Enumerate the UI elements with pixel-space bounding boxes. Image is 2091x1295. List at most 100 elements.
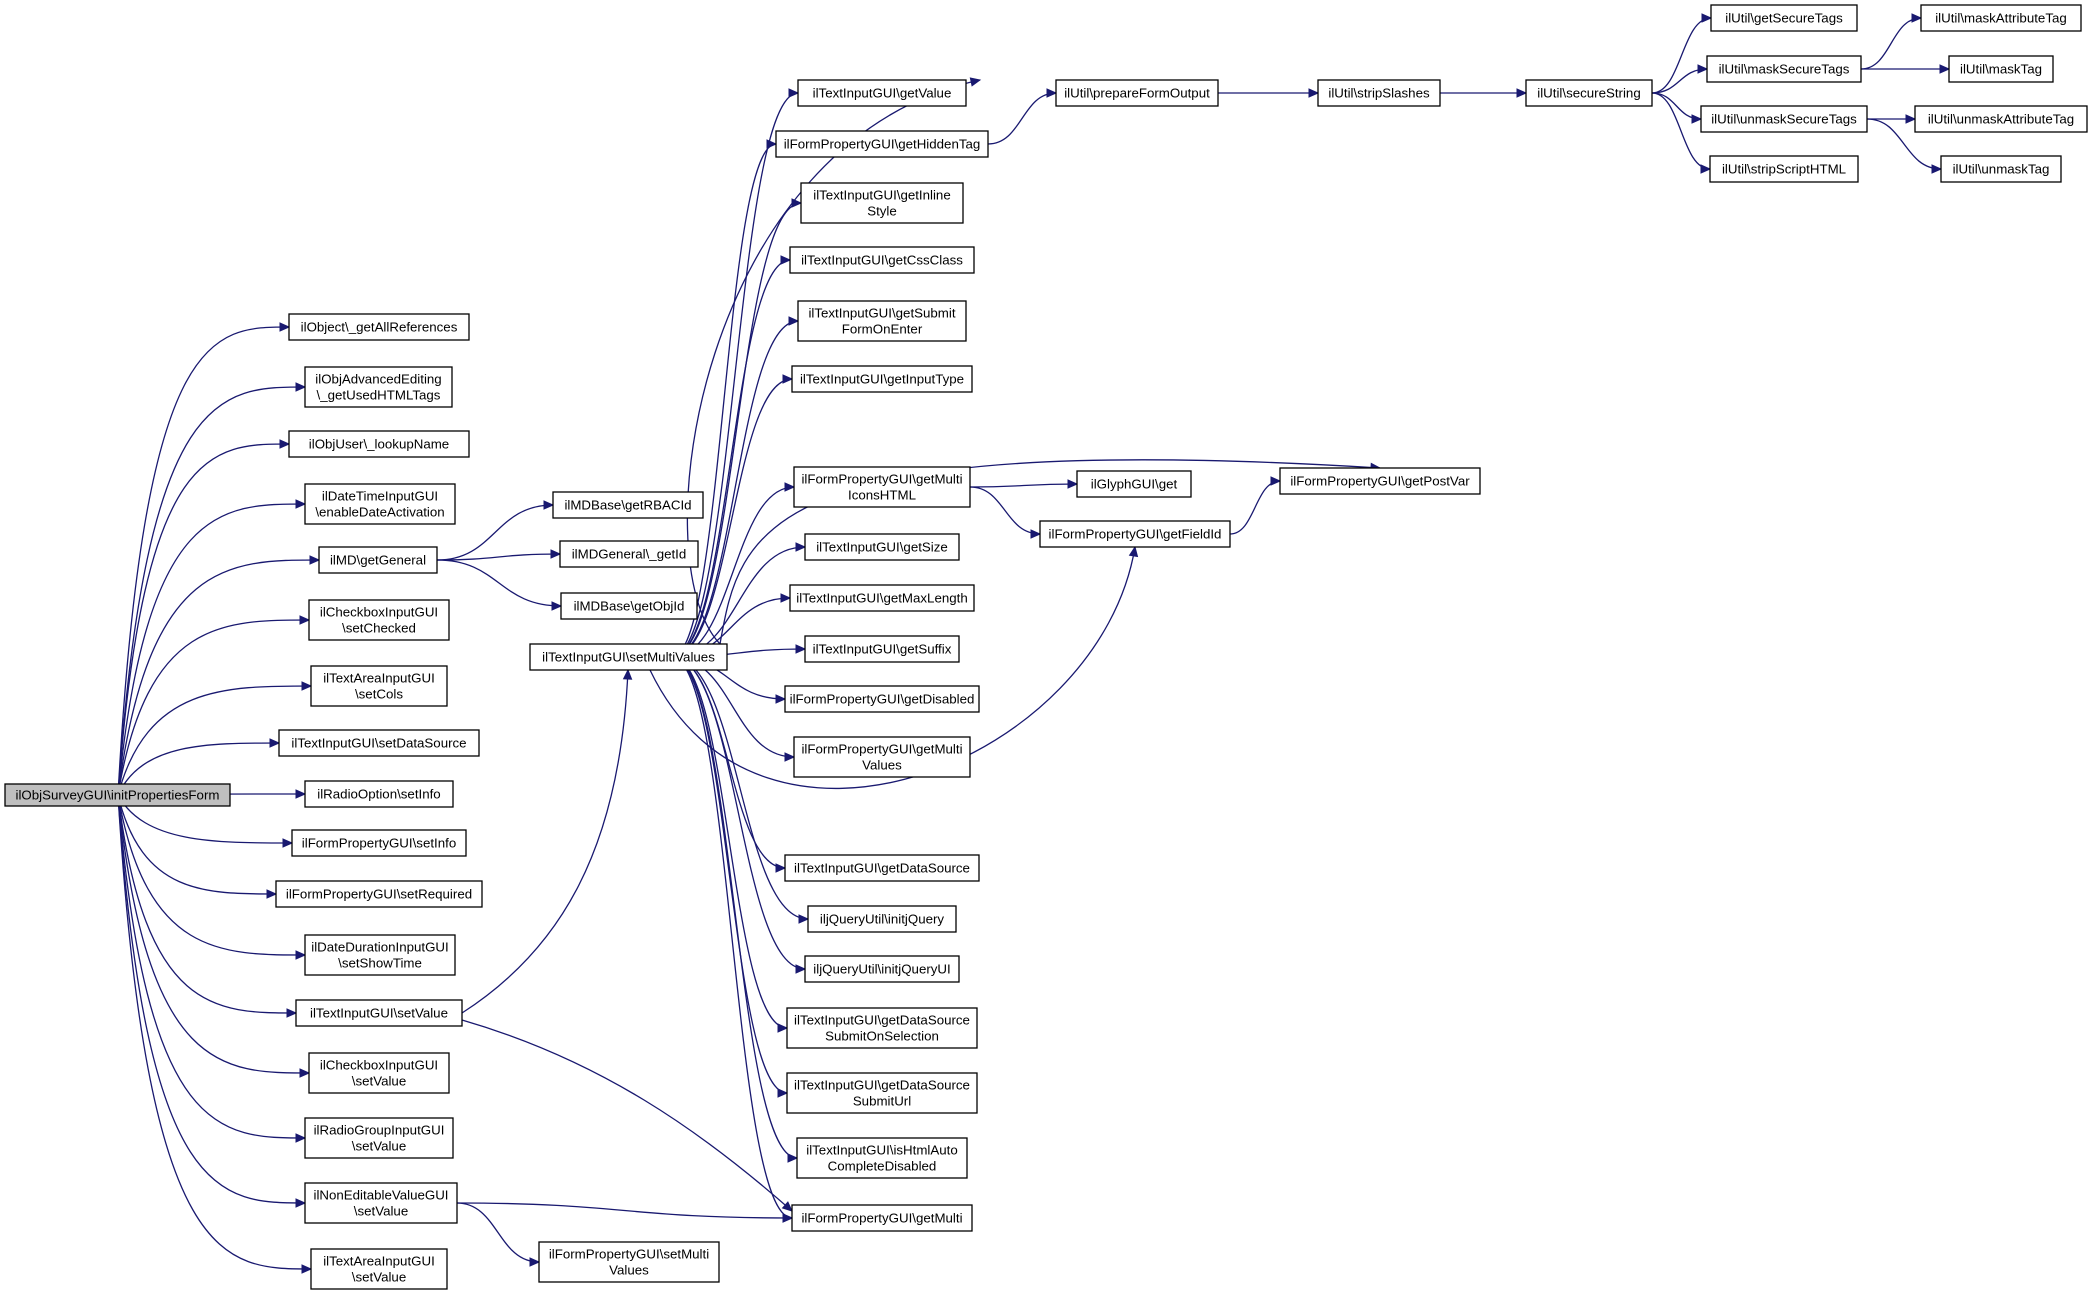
edge-arrowhead — [788, 88, 800, 98]
node-cb-setValue[interactable]: ilCheckboxInputGUI\setValue — [308, 1052, 450, 1094]
edge-arrowhead — [1128, 545, 1139, 558]
node-lookupName[interactable]: ilObjUser\_lookupName — [288, 430, 470, 458]
edge-line — [117, 794, 306, 1139]
edge — [671, 255, 792, 658]
node-cb-setChecked[interactable]: ilCheckboxInputGUI\setChecked — [308, 599, 450, 641]
node-label: ilTextInputGUI\getInputType — [800, 372, 964, 387]
edge-arrowhead — [1691, 114, 1703, 124]
node-unmaskSecureTags[interactable]: ilUtil\unmaskSecureTags — [1700, 105, 1868, 133]
node-box — [559, 540, 699, 568]
node-box — [304, 483, 456, 525]
node-getCssClass[interactable]: ilTextInputGUI\getCssClass — [789, 246, 975, 274]
node-box — [304, 780, 454, 808]
edge-arrowhead — [266, 889, 278, 899]
edge — [456, 1202, 541, 1267]
node-getObjId[interactable]: ilMDBase\getObjId — [560, 592, 698, 620]
node-box — [1039, 520, 1231, 548]
node-dd-setShowTime[interactable]: ilDateDurationInputGUI\setShowTime — [304, 934, 456, 976]
node-stripScriptHTML[interactable]: ilUtil\stripScriptHTML — [1709, 155, 1859, 183]
node-box — [804, 955, 960, 983]
node-glyph-get[interactable]: ilGlyphGUI\get — [1076, 470, 1192, 498]
edge — [117, 794, 313, 1274]
edge-arrowhead — [286, 1008, 298, 1018]
node-secureString[interactable]: ilUtil\secureString — [1525, 79, 1653, 107]
node-label: ilTextInputGUI\getCssClass — [801, 253, 963, 268]
node-maskAttributeTag[interactable]: ilUtil\maskAttributeTag — [1920, 4, 2082, 32]
node-label: ilNonEditableValueGUI — [313, 1188, 448, 1203]
node-root[interactable]: ilObjSurveyGUI\initPropertiesForm — [4, 783, 231, 807]
node-stripSlashes[interactable]: ilUtil\stripSlashes — [1317, 79, 1441, 107]
edge-line — [117, 794, 306, 956]
node-ta-setCols[interactable]: ilTextAreaInputGUI\setCols — [310, 665, 448, 707]
edge-line — [671, 202, 802, 658]
node-getSecureTags[interactable]: ilUtil\getSecureTags — [1710, 4, 1858, 32]
edge-line — [1866, 118, 1942, 170]
node-unmaskAttributeTag[interactable]: ilUtil\unmaskAttributeTag — [1914, 105, 2088, 133]
node-label: \setValue — [354, 1204, 408, 1219]
node-getMaxLength[interactable]: ilTextInputGUI\getMaxLength — [789, 584, 975, 612]
node-getGeneral[interactable]: ilMD\getGeneral — [318, 546, 438, 574]
edge — [117, 794, 294, 848]
node-getDataSource[interactable]: ilTextInputGUI\getDataSource — [784, 854, 980, 882]
edge — [117, 681, 313, 796]
node-ti-setValue[interactable]: ilTextInputGUI\setValue — [295, 999, 463, 1027]
node-maskTag[interactable]: ilUtil\maskTag — [1948, 55, 2054, 83]
node-getRBACId[interactable]: ilMDBase\getRBACId — [552, 491, 704, 519]
node-md-getId[interactable]: ilMDGeneral\_getId — [559, 540, 699, 568]
node-getDataSourceSubmitOnSelection[interactable]: ilTextInputGUI\getDataSourceSubmitOnSele… — [786, 1007, 978, 1049]
node-getInputType[interactable]: ilTextInputGUI\getInputType — [791, 365, 973, 393]
edge — [461, 668, 633, 1014]
node-getPostVar[interactable]: ilFormPropertyGUI\getPostVar — [1279, 467, 1481, 495]
node-maskSecureTags[interactable]: ilUtil\maskSecureTags — [1706, 55, 1862, 83]
node-box — [278, 729, 480, 757]
edge-line — [671, 259, 791, 658]
node-label: \setValue — [352, 1270, 406, 1285]
node-label: ilUtil\unmaskTag — [1953, 162, 2050, 177]
node-unmaskTag[interactable]: ilUtil\unmaskTag — [1940, 155, 2062, 183]
node-ne-setValue[interactable]: ilNonEditableValueGUI\setValue — [304, 1182, 458, 1224]
node-box — [529, 643, 728, 671]
node-box — [1948, 55, 2054, 83]
edge — [117, 738, 281, 796]
node-getSize[interactable]: ilTextInputGUI\getSize — [804, 533, 960, 561]
node-getAllReferences[interactable]: ilObject\_getAllReferences — [288, 313, 470, 341]
edge-line — [436, 504, 554, 561]
node-fp-setRequired[interactable]: ilFormPropertyGUI\setRequired — [275, 880, 483, 908]
node-ta-setValue[interactable]: ilTextAreaInputGUI\setValue — [310, 1248, 448, 1290]
node-initjQueryUI[interactable]: iljQueryUtil\initjQueryUI — [804, 955, 960, 983]
edge — [461, 1019, 793, 1212]
node-fp-setInfo[interactable]: ilFormPropertyGUI\setInfo — [291, 829, 467, 857]
node-getMulti[interactable]: ilFormPropertyGUI\getMulti — [791, 1204, 973, 1232]
node-fp-setMultiValues[interactable]: ilFormPropertyGUI\setMultiValues — [538, 1241, 720, 1283]
node-enableDateActivation[interactable]: ilDateTimeInputGUI\enableDateActivation — [304, 483, 456, 525]
node-label: ilFormPropertyGUI\getFieldId — [1049, 527, 1222, 542]
node-ro-setInfo[interactable]: ilRadioOption\setInfo — [304, 780, 454, 808]
node-getUsedHTMLTags[interactable]: ilObjAdvancedEditing\_getUsedHTMLTags — [304, 366, 453, 408]
edge — [1861, 64, 1951, 74]
node-label: ilUtil\maskSecureTags — [1719, 62, 1850, 77]
edge-arrowhead — [1701, 13, 1713, 23]
node-setMultiValues[interactable]: ilTextInputGUI\setMultiValues — [529, 643, 728, 671]
edge-arrowhead — [1697, 64, 1709, 74]
node-isHtmlAutoCompleteDisabled[interactable]: ilTextInputGUI\isHtmlAutoCompleteDisable… — [796, 1137, 968, 1179]
node-rg-setValue[interactable]: ilRadioGroupInputGUI\setValue — [304, 1117, 454, 1159]
node-getValue[interactable]: ilTextInputGUI\getValue — [797, 79, 967, 107]
node-box — [775, 130, 989, 158]
node-box — [784, 854, 980, 882]
node-getHiddenTag[interactable]: ilFormPropertyGUI\getHiddenTag — [775, 130, 989, 158]
node-ti-setDataSource[interactable]: ilTextInputGUI\setDataSource — [278, 729, 480, 757]
edge-arrowhead — [543, 500, 555, 510]
node-prepareFormOutput[interactable]: ilUtil\prepareFormOutput — [1055, 79, 1219, 107]
node-getFieldId[interactable]: ilFormPropertyGUI\getFieldId — [1039, 520, 1231, 548]
edge-line — [671, 656, 788, 1029]
node-getDisabled[interactable]: ilFormPropertyGUI\getDisabled — [784, 685, 980, 713]
edge-arrowhead — [766, 139, 778, 149]
node-initjQuery[interactable]: iljQueryUtil\initjQuery — [807, 905, 957, 933]
node-getSuffix[interactable]: ilTextInputGUI\getSuffix — [804, 635, 960, 663]
node-label: ilMDBase\getRBACId — [564, 498, 691, 513]
